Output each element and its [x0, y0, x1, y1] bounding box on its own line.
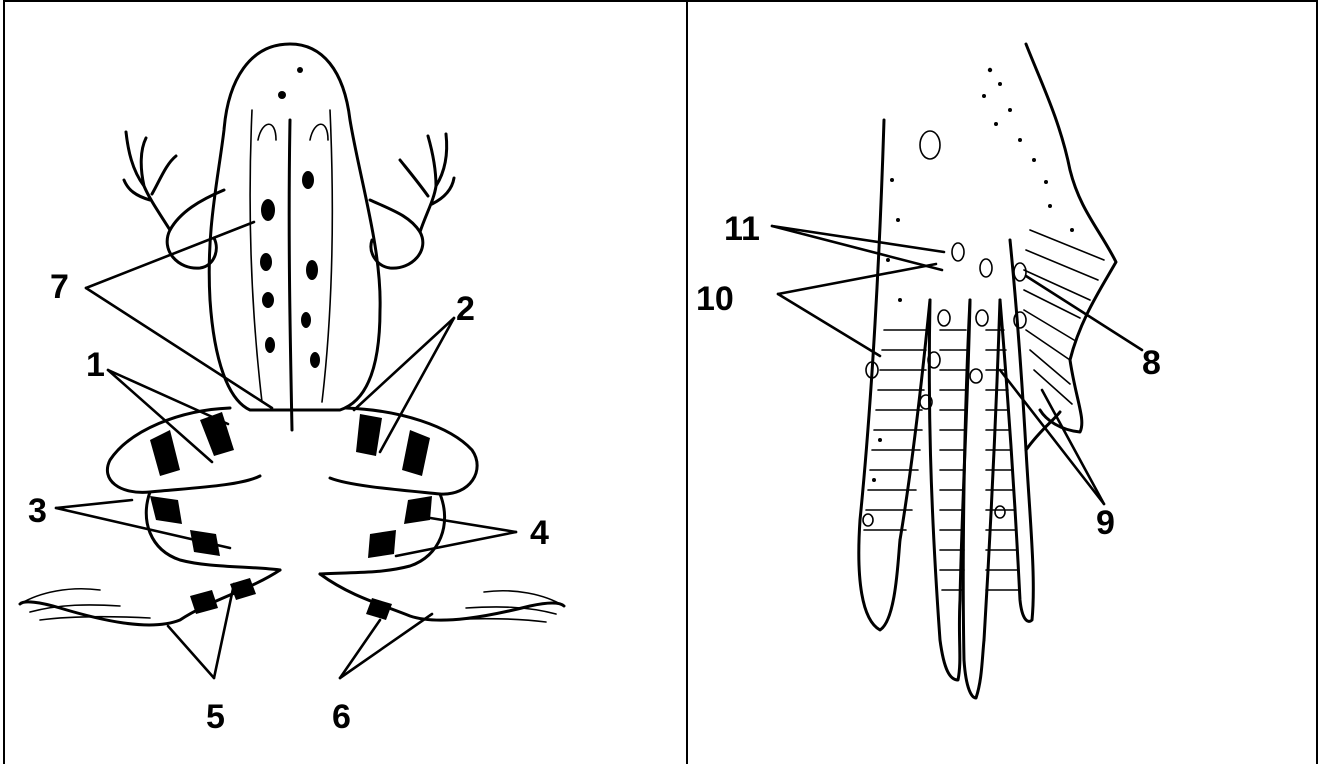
foot-outline [859, 120, 900, 630]
tubercles [863, 243, 1026, 526]
foot-label-9: 9 [1096, 504, 1115, 542]
right-thigh [330, 408, 477, 494]
frog-label-5: 5 [206, 698, 225, 736]
frog-leader-lines [56, 222, 516, 678]
frog-label-4: 4 [530, 514, 549, 552]
foot-label-8: 8 [1142, 344, 1161, 382]
back-spots [258, 67, 328, 368]
frog-label-2: 2 [456, 290, 475, 328]
frog-label-6: 6 [332, 698, 351, 736]
foot-label-11: 11 [724, 210, 760, 248]
frog-body-outline [209, 44, 380, 410]
foot-drawing [859, 44, 1116, 698]
stipple [872, 68, 1074, 482]
toe-1 [900, 300, 930, 540]
toe-3 [963, 300, 984, 698]
foot-label-10: 10 [696, 280, 734, 318]
left-thigh [107, 408, 260, 492]
foot-leader-lines [772, 226, 1142, 504]
frog-label-1: 1 [86, 346, 105, 384]
frog-label-7: 7 [50, 268, 69, 306]
frog-label-3: 3 [28, 492, 47, 530]
